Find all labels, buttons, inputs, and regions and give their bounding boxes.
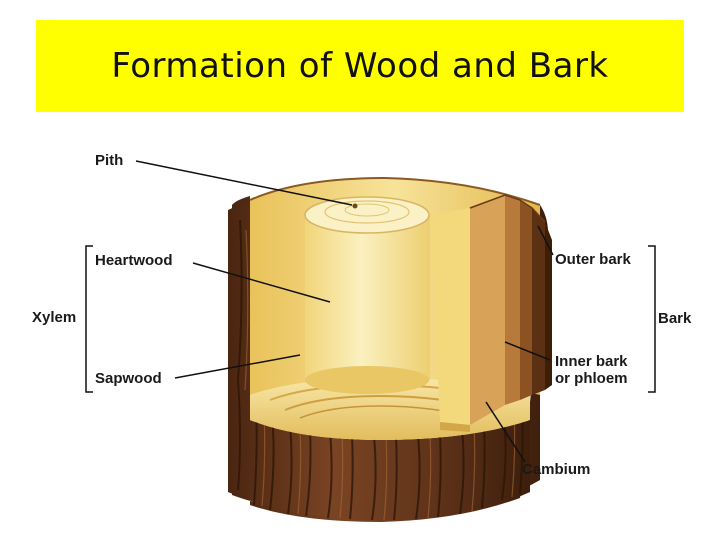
cambium-leader	[485, 401, 526, 463]
brackets	[85, 245, 656, 393]
label-xylem: Xylem	[32, 309, 77, 326]
outer-bark-leader	[537, 225, 554, 256]
title-banner: Formation of Wood and Bark	[36, 20, 684, 112]
label-pith: Pith	[95, 152, 124, 169]
label-inner-bark-line1: Inner bark	[555, 353, 628, 370]
page-title: Formation of Wood and Bark	[111, 46, 609, 86]
sapwood-leader	[174, 354, 301, 379]
cambium-layer	[430, 208, 470, 432]
xylem-bracket	[85, 245, 93, 393]
label-inner-bark-line2: or phloem	[555, 370, 628, 387]
bark-layers	[469, 194, 552, 425]
label-heartwood: Heartwood	[95, 252, 173, 269]
leader-lines	[135, 160, 554, 463]
heartwood-leader	[192, 262, 331, 303]
label-bark: Bark	[658, 310, 692, 327]
label-cambium: Cambium	[522, 461, 591, 478]
label-sapwood: Sapwood	[95, 370, 162, 387]
label-outer-bark: Outer bark	[555, 251, 631, 268]
bark-bracket	[648, 245, 656, 393]
pith-leader	[135, 160, 353, 206]
inner-bark-leader	[504, 341, 551, 361]
heartwood-cylinder	[304, 196, 430, 394]
pith-dot	[352, 203, 358, 209]
